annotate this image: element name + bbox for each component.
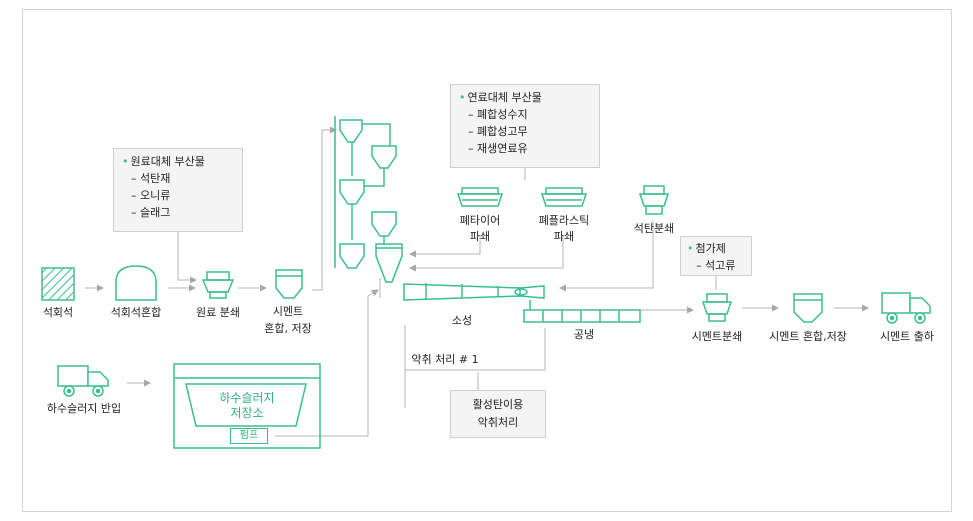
coal-grind-label: 석탄분쇄 [633,222,675,235]
dome-icon [115,265,157,301]
fuel-alt-title: 연료대체 부산물 [459,89,599,106]
flow-arrow [409,236,564,272]
cyclone-preheater-icon [334,116,403,283]
storage-tank-icon [173,363,321,449]
cooling-label: 공냉 [573,328,595,341]
activated-carbon-box: 활성탄이용 악취처리 [450,390,546,438]
mill-icon [201,271,235,299]
mill-icon [701,293,733,322]
sludge-storage-label-1: 하수슬러지 [219,391,275,405]
fuel-alt-item: 폐합성고무 [459,123,599,140]
raw-alt-title: 원료대체 부산물 [122,153,242,170]
sludge-storage-label-2: 저장소 [230,406,264,420]
firing-label: 소성 [451,314,473,327]
additive-box: 첨가제 석고류 [680,236,752,276]
waste-plastic-label-1: 폐플라스틱 [538,214,590,227]
fuel-alt-item: 폐합성수지 [459,106,599,123]
cement-ship-label: 시멘트 출하 [879,330,935,343]
flow-lines [85,126,869,437]
raw-grind-label: 원료 분쇄 [196,306,240,319]
waste-tire-label-1: 폐타이어 [459,214,501,227]
odor-treatment-label: 악취 처리 # 1 [411,353,479,366]
additive-item: 석고류 [687,257,751,274]
flow-arrow [275,289,379,437]
limestone-label: 석회석 [42,306,74,319]
silo-icon [275,269,303,299]
flow-arrow [312,126,337,291]
cement-mix-store-label-2: 혼합, 저장 [264,322,312,335]
raw-alt-item: 석탄재 [122,170,242,187]
pump-label: 펌프 [230,428,268,444]
flow-arrow [177,232,197,284]
limestone-mix-label: 석회석혼합 [110,306,162,319]
hatched-square-icon [41,267,75,301]
flow-arrow [559,220,654,292]
sludge-intake-label: 하수슬러지 반입 [46,402,122,415]
flow-arrow [409,236,481,258]
raw-alt-item: 슬래그 [122,204,242,221]
activated-carbon-line-1: 활성탄이용 [472,398,524,411]
waste-plastic-label-2: 파쇄 [553,230,575,243]
additive-title: 첨가제 [687,240,751,257]
fuel-alt-item: 재생연료유 [459,140,599,157]
truck-icon [881,292,931,324]
waste-tire-label-2: 파쇄 [469,230,491,243]
activated-carbon-line-2: 악취처리 [477,416,519,429]
shredder-icon [540,187,588,207]
cement-mix-store-label-1: 시멘트 [272,305,304,318]
raw-material-alternative-box: 원료대체 부산물 석탄재 오니류 슬래그 [113,148,243,232]
raw-alt-item: 오니류 [122,187,242,204]
kiln-icon [403,283,545,301]
mill-icon [638,185,670,215]
shredder-icon [456,187,504,207]
fuel-alternative-box: 연료대체 부산물 폐합성수지 폐합성고무 재생연료유 [450,84,600,168]
silo-icon [793,293,823,323]
cement-grind-label: 시멘트분쇄 [691,330,743,343]
cement-mix-store-label: 시멘트 혼합,저장 [769,330,847,343]
truck-icon [57,365,109,397]
cooler-icon [523,300,641,323]
